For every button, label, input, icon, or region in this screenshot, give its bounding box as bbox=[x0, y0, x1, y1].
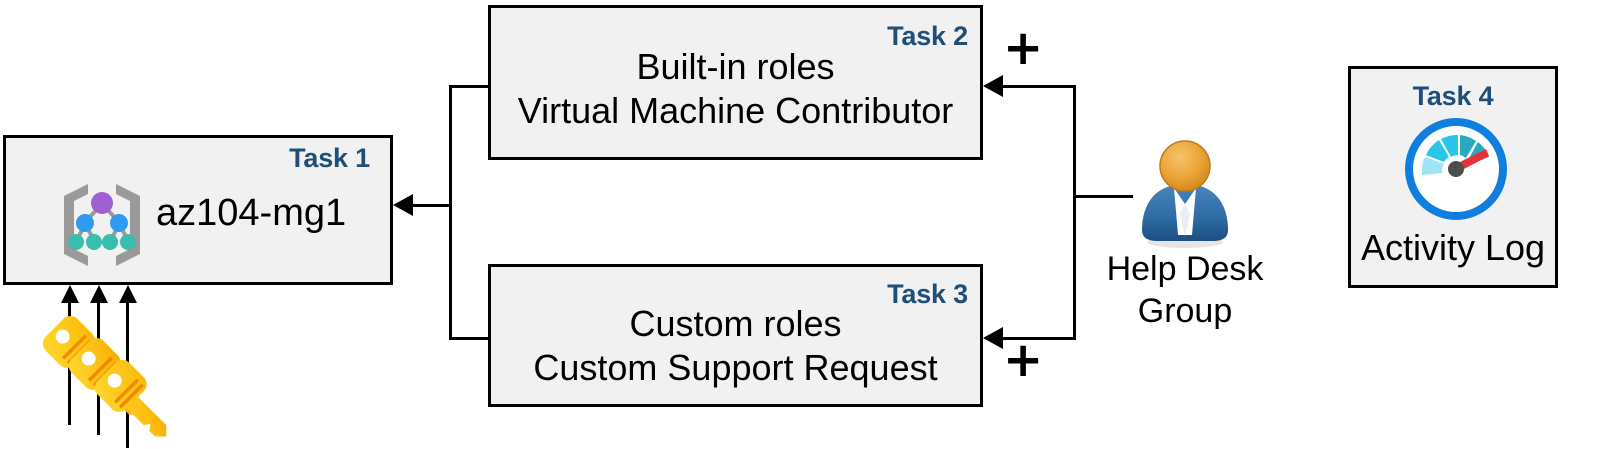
key-3 bbox=[94, 360, 167, 437]
connector-left-vertical bbox=[449, 85, 452, 340]
task-3-text-line-2: Custom Support Request bbox=[533, 347, 938, 388]
keys-icon bbox=[36, 310, 176, 449]
task-2-box[interactable]: Task 2 Built-in roles Virtual Machine Co… bbox=[488, 5, 983, 160]
task-2-text-line-1: Built-in roles bbox=[636, 46, 835, 87]
key-arrow-head-3 bbox=[119, 285, 137, 303]
help-desk-group-label-line-1: Help Desk bbox=[1106, 250, 1264, 288]
connector-right-person-stub bbox=[1073, 195, 1133, 198]
connector-right-vertical bbox=[1073, 85, 1076, 340]
connector-left-top-stub bbox=[449, 85, 490, 88]
task-3-box[interactable]: Task 3 Custom roles Custom Support Reque… bbox=[488, 264, 983, 407]
task-4-text-line-1: Activity Log bbox=[1360, 227, 1546, 268]
task-4-box[interactable]: Task 4 Activity Log bbox=[1348, 66, 1558, 288]
connector-left-bottom-stub bbox=[449, 337, 490, 340]
task-3-label: Task 3 bbox=[887, 279, 968, 309]
connector-left-to-task1 bbox=[412, 204, 452, 207]
task-1-text-line-1: az104-mg1 bbox=[156, 192, 347, 234]
task-1-box[interactable]: Task 1 az104-mg1 bbox=[3, 135, 393, 285]
task-3-text-line-1: Custom roles bbox=[629, 303, 842, 344]
task-2-text-line-2: Virtual Machine Contributor bbox=[517, 90, 954, 131]
task-1-label: Task 1 bbox=[289, 143, 370, 173]
connector-right-bottom-arm bbox=[1002, 337, 1075, 340]
arrow-into-task1 bbox=[393, 194, 413, 216]
connector-right-top-arm bbox=[1002, 85, 1075, 88]
task-2-label: Task 2 bbox=[887, 21, 968, 51]
task-4-label: Task 4 bbox=[1412, 81, 1494, 111]
management-group-icon bbox=[50, 178, 154, 266]
plus-sign-top: + bbox=[1003, 20, 1044, 76]
plus-sign-bottom: + bbox=[1003, 332, 1044, 388]
user-group-person-icon bbox=[1130, 138, 1240, 248]
arrow-into-task3 bbox=[983, 327, 1003, 349]
activity-log-gauge-icon bbox=[1405, 118, 1507, 220]
arrow-into-task2 bbox=[983, 75, 1003, 97]
key-arrow-head-1 bbox=[61, 285, 79, 303]
key-arrow-head-2 bbox=[90, 285, 108, 303]
help-desk-group-label-line-2: Group bbox=[1137, 292, 1233, 330]
